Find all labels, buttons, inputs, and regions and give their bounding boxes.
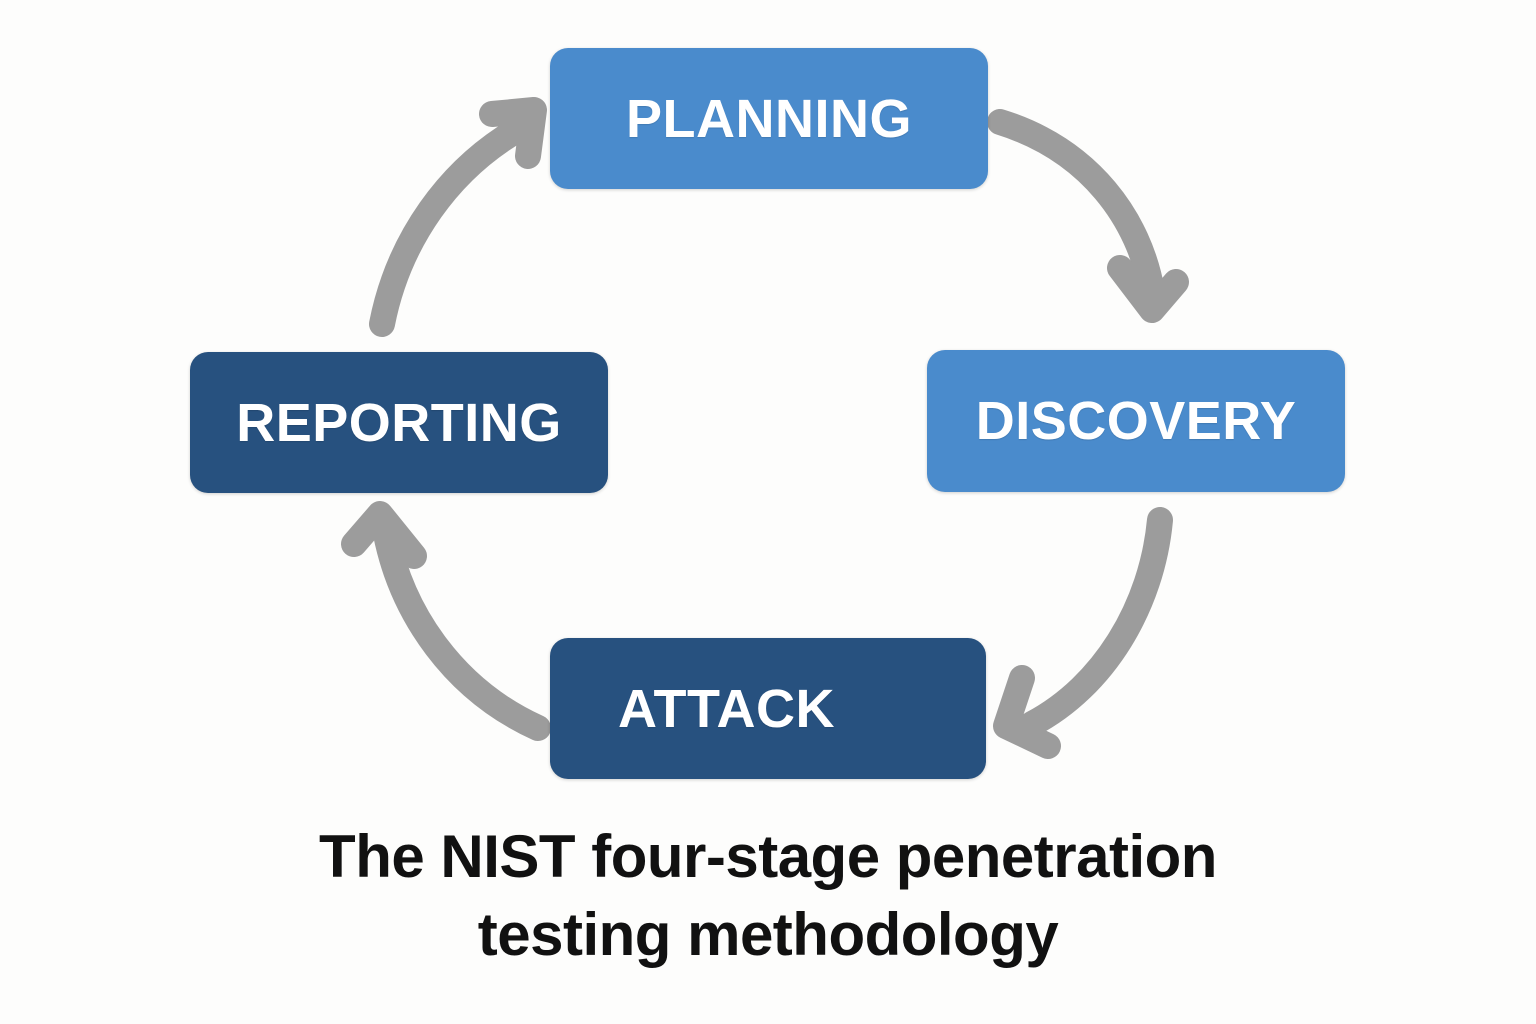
stage-node-attack-label: ATTACK xyxy=(618,678,835,739)
arrow-attack-to-reporting xyxy=(341,501,551,741)
arrow-discovery-to-attack xyxy=(993,507,1173,759)
arrow-planning-to-discovery xyxy=(987,109,1189,323)
diagram-caption-line-2: testing methodology xyxy=(477,901,1059,968)
stage-node-reporting[interactable]: REPORTING xyxy=(190,352,608,493)
diagram-caption: The NIST four-stage penetration testing … xyxy=(0,818,1536,974)
arrow-reporting-to-planning xyxy=(369,97,547,337)
stage-node-attack[interactable]: ATTACK xyxy=(550,638,986,779)
stage-node-reporting-label: REPORTING xyxy=(236,392,562,453)
stage-node-planning[interactable]: PLANNING xyxy=(550,48,988,189)
stage-node-discovery-label: DISCOVERY xyxy=(975,391,1297,451)
stage-node-discovery[interactable]: DISCOVERY xyxy=(927,350,1345,492)
stage-node-planning-label: PLANNING xyxy=(626,88,912,149)
diagram-caption-line-1: The NIST four-stage penetration xyxy=(319,823,1217,890)
